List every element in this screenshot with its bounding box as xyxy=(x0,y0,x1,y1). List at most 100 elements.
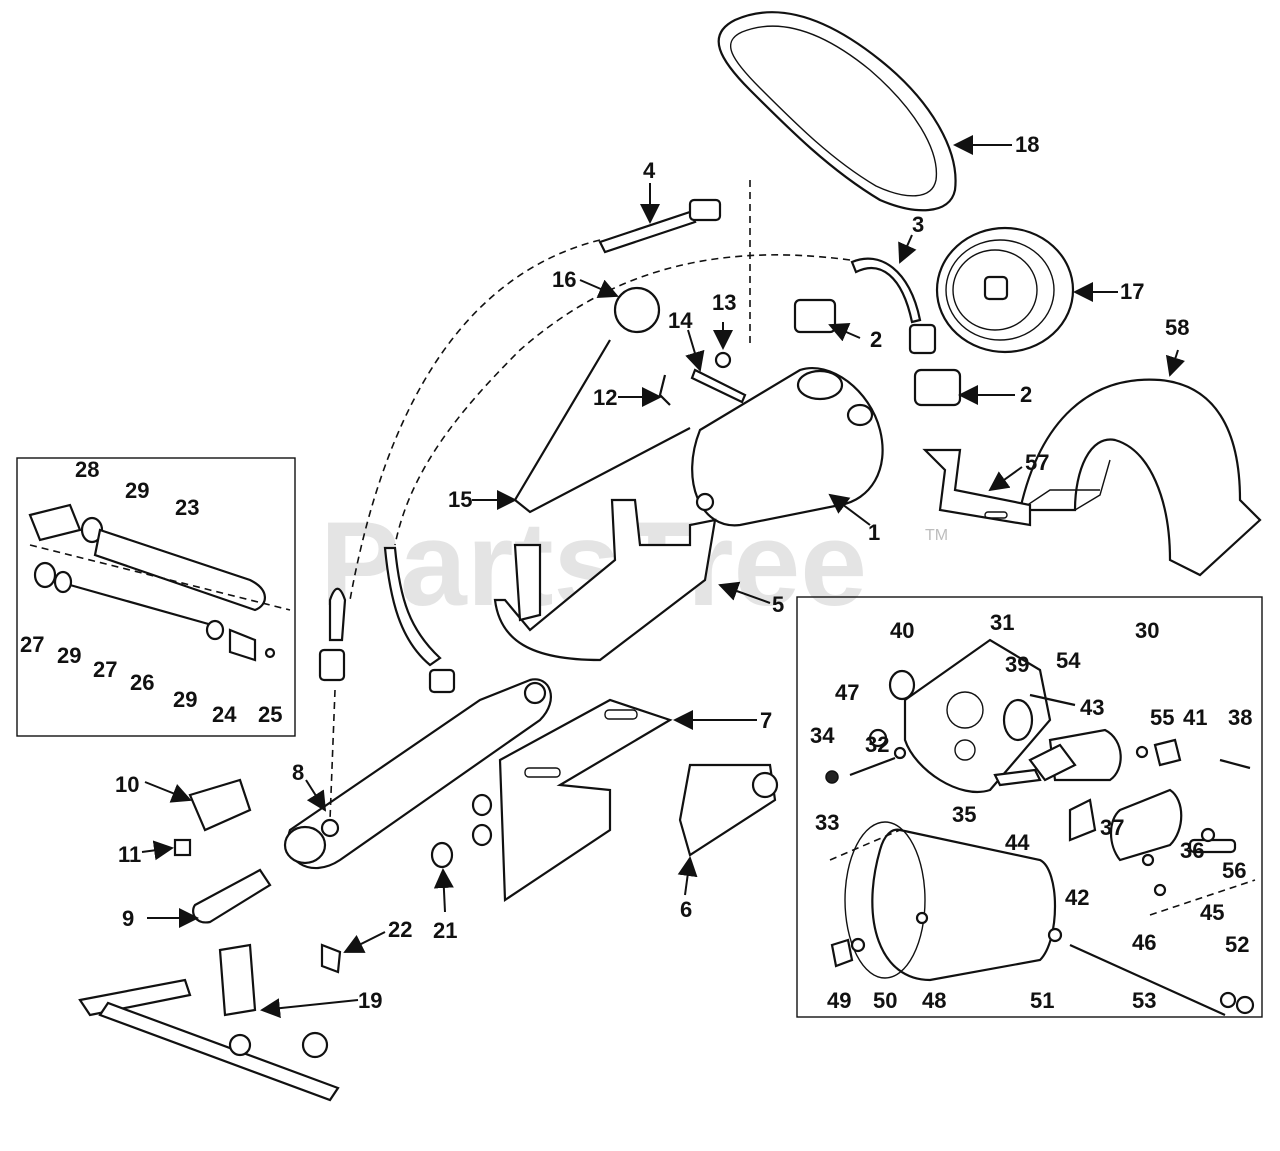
callout-43: 43 xyxy=(1080,695,1104,720)
pump-subassembly-parts xyxy=(825,638,1256,1017)
cylinder-parts xyxy=(28,503,291,662)
guard-bracket xyxy=(922,448,1032,527)
callout-leaders xyxy=(141,135,1186,1019)
hose-left xyxy=(318,587,347,682)
callout-27b: 27 xyxy=(93,657,117,682)
callout-52: 52 xyxy=(1225,932,1249,957)
callout-26: 26 xyxy=(130,670,154,695)
callout-22: 22 xyxy=(388,917,412,942)
callout-14: 14 xyxy=(668,308,693,333)
callout-2a: 2 xyxy=(870,327,882,352)
callout-58: 58 xyxy=(1165,315,1189,340)
callout-40: 40 xyxy=(890,618,914,643)
mounting-plate xyxy=(498,698,673,903)
v-belt xyxy=(717,11,957,212)
callout-48: 48 xyxy=(922,988,946,1013)
routing-line-a xyxy=(349,239,601,601)
link-bracket xyxy=(678,763,779,857)
callout-47: 47 xyxy=(835,680,859,705)
callout-4: 4 xyxy=(643,158,656,183)
callout-51: 51 xyxy=(1030,988,1054,1013)
callout-5: 5 xyxy=(772,592,784,617)
callout-33: 33 xyxy=(815,810,839,835)
callout-46: 46 xyxy=(1132,930,1156,955)
callout-30: 30 xyxy=(1135,618,1159,643)
callout-15: 15 xyxy=(448,487,472,512)
callout-9: 9 xyxy=(122,906,134,931)
callout-3: 3 xyxy=(912,212,924,237)
callout-16: 16 xyxy=(552,267,576,292)
bushing-b xyxy=(471,823,493,847)
washer-13 xyxy=(714,351,732,369)
callout-18: 18 xyxy=(1015,132,1039,157)
callout-49: 49 xyxy=(827,988,851,1013)
watermark-trademark: TM xyxy=(925,527,948,544)
callout-32: 32 xyxy=(865,732,889,757)
callout-19: 19 xyxy=(358,988,382,1013)
routing-line-d xyxy=(329,689,336,821)
fitting-2a xyxy=(793,298,837,334)
callout-6: 6 xyxy=(680,897,692,922)
cradle-bracket xyxy=(493,498,717,662)
callout-7: 7 xyxy=(760,708,772,733)
callout-50: 50 xyxy=(873,988,897,1013)
pump-subassembly-box xyxy=(796,596,1263,1018)
callout-41: 41 xyxy=(1183,705,1207,730)
callout-37: 37 xyxy=(1100,815,1124,840)
pulley xyxy=(935,226,1075,354)
callout-38: 38 xyxy=(1228,705,1252,730)
hydraulic-cylinder xyxy=(283,678,552,870)
callout-10: 10 xyxy=(115,772,139,797)
callout-55: 55 xyxy=(1150,705,1174,730)
callout-29c: 29 xyxy=(173,687,197,712)
callout-8: 8 xyxy=(292,760,304,785)
belt-guard xyxy=(1018,378,1262,577)
hose-4 xyxy=(598,198,722,254)
callout-23: 23 xyxy=(175,495,199,520)
callout-24: 24 xyxy=(212,702,237,727)
callout-56: 56 xyxy=(1222,858,1246,883)
hose-lower xyxy=(383,546,456,694)
callout-45: 45 xyxy=(1200,900,1224,925)
bolt-22 xyxy=(320,943,342,974)
callout-42: 42 xyxy=(1065,885,1089,910)
callout-29b: 29 xyxy=(57,643,81,668)
routing-line-b xyxy=(394,254,851,546)
rod-15 xyxy=(513,339,691,514)
callout-labels: 1 2 2 3 4 5 6 7 8 9 10 11 12 13 14 15 16… xyxy=(20,132,1252,1013)
callout-28: 28 xyxy=(75,457,99,482)
callout-25: 25 xyxy=(258,702,282,727)
callout-39: 39 xyxy=(1005,652,1029,677)
callout-27a: 27 xyxy=(20,632,44,657)
callout-31: 31 xyxy=(990,610,1014,635)
cylinder-subassembly-box xyxy=(16,457,296,737)
control-linkage xyxy=(78,943,340,1102)
hose-3 xyxy=(850,257,937,355)
fitting-2b xyxy=(913,368,962,407)
bolt-14 xyxy=(690,368,747,404)
callout-12: 12 xyxy=(593,385,617,410)
bushing-a xyxy=(471,793,493,817)
callout-21: 21 xyxy=(433,918,457,943)
callout-13: 13 xyxy=(712,290,736,315)
pump-canister xyxy=(691,367,884,527)
callout-35: 35 xyxy=(952,802,976,827)
slotted-bracket xyxy=(192,868,272,924)
callout-1: 1 xyxy=(868,520,880,545)
callout-54: 54 xyxy=(1056,648,1081,673)
callout-2b: 2 xyxy=(1020,382,1032,407)
callout-53: 53 xyxy=(1132,988,1156,1013)
callout-17: 17 xyxy=(1120,279,1144,304)
ball-16 xyxy=(613,286,661,334)
callout-11: 11 xyxy=(118,842,141,867)
pin-12 xyxy=(658,374,671,406)
callout-29a: 29 xyxy=(125,478,149,503)
square-nut xyxy=(173,838,192,857)
callout-34: 34 xyxy=(810,723,835,748)
callout-57: 57 xyxy=(1025,450,1049,475)
clamp xyxy=(188,778,252,832)
callout-36: 36 xyxy=(1180,838,1204,863)
callout-44: 44 xyxy=(1005,830,1030,855)
